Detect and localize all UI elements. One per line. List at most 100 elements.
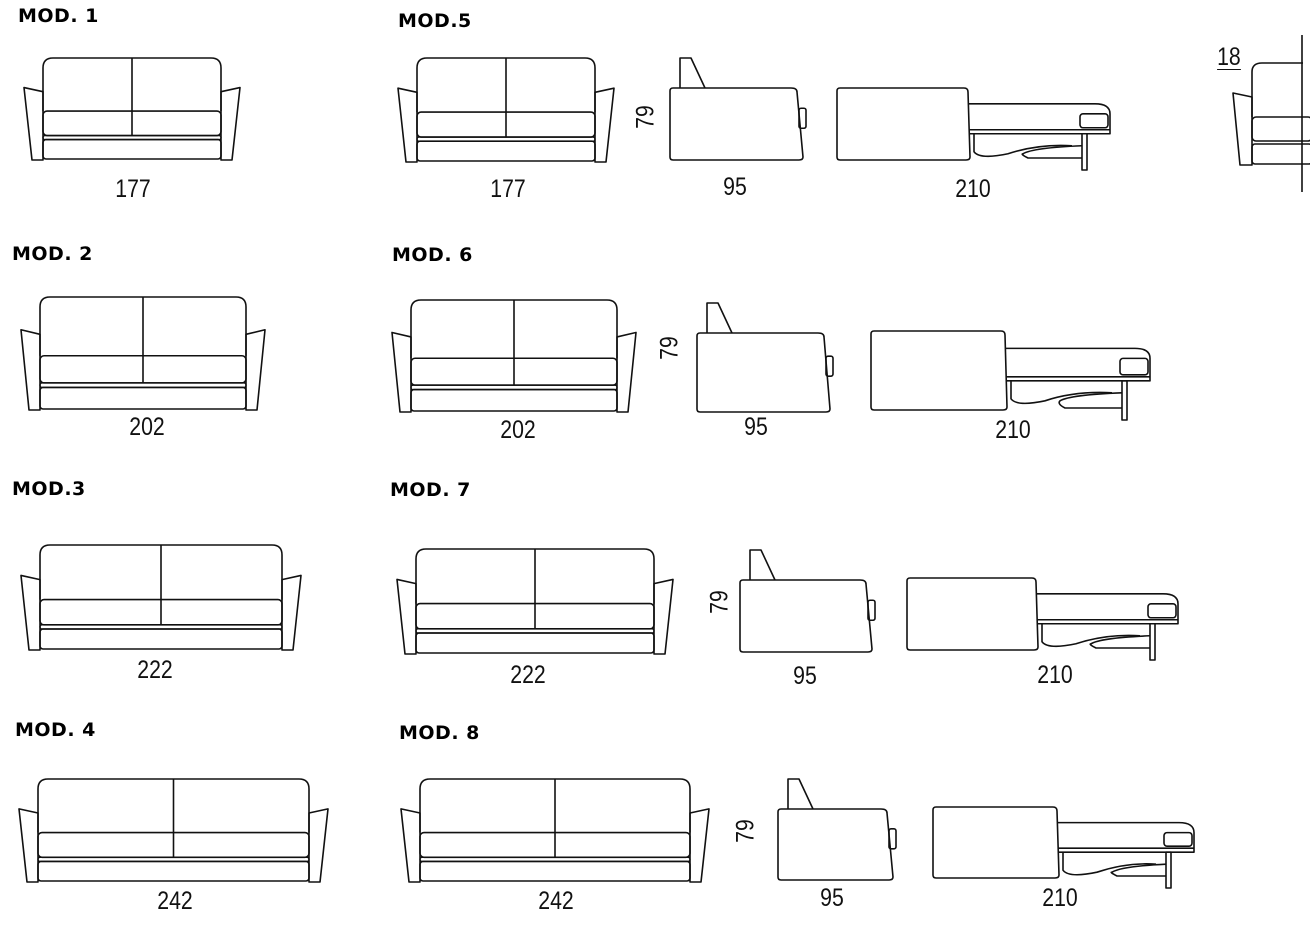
depth-label-7: 95 bbox=[793, 662, 817, 690]
partial-front-view bbox=[1232, 35, 1310, 192]
base bbox=[410, 388, 618, 412]
base bbox=[39, 628, 283, 650]
side-view-mod-8 bbox=[777, 778, 897, 881]
mechanism-support bbox=[1021, 144, 1083, 159]
model-title-8: MOD. 8 bbox=[399, 722, 480, 744]
width-label-4: 242 bbox=[157, 887, 193, 915]
width-label-7: 222 bbox=[510, 661, 546, 689]
depth-label-6: 95 bbox=[744, 413, 768, 441]
front-view-mod-3 bbox=[20, 544, 302, 651]
side-view-mod-6 bbox=[696, 302, 834, 413]
folded-body bbox=[870, 330, 1008, 411]
height-label-8: 79 bbox=[731, 819, 760, 843]
mechanism-curve bbox=[973, 133, 1073, 158]
side-knob bbox=[798, 107, 807, 130]
depth-label-8: 95 bbox=[820, 884, 844, 912]
mechanism-curve bbox=[1041, 623, 1141, 648]
left-arm bbox=[397, 87, 418, 163]
model-title-6: MOD. 6 bbox=[392, 244, 473, 266]
right-arm bbox=[308, 808, 329, 883]
model-title-7: MOD. 7 bbox=[390, 479, 471, 501]
mechanism-support bbox=[1058, 392, 1123, 409]
depth-label-5: 95 bbox=[723, 173, 747, 201]
width-label-5: 177 bbox=[490, 175, 526, 203]
head-cushion bbox=[1079, 113, 1109, 129]
mattress bbox=[1036, 593, 1179, 625]
side-body bbox=[669, 87, 804, 161]
model-title-3: MOD.3 bbox=[12, 478, 86, 500]
left-arm bbox=[391, 331, 412, 413]
front-view-mod-7 bbox=[396, 548, 674, 655]
width-label-2: 202 bbox=[129, 413, 165, 441]
height-label-7: 79 bbox=[705, 590, 734, 614]
left-arm bbox=[23, 86, 44, 161]
right-arm bbox=[245, 328, 266, 411]
base bbox=[37, 860, 310, 882]
left-arm bbox=[20, 328, 41, 411]
model-title-5: MOD.5 bbox=[398, 10, 472, 32]
folded-body bbox=[836, 87, 971, 161]
left-arm bbox=[20, 574, 41, 651]
base bbox=[415, 632, 655, 654]
side-knob bbox=[867, 599, 876, 622]
right-arm bbox=[220, 86, 241, 161]
mechanism-curve bbox=[1062, 852, 1157, 876]
bed-length-label-5: 210 bbox=[955, 175, 991, 203]
front-view-mod-8 bbox=[400, 778, 710, 883]
width-label-3: 222 bbox=[137, 656, 173, 684]
side-knob bbox=[825, 355, 834, 377]
bed-leg bbox=[1149, 622, 1156, 661]
base bbox=[419, 860, 691, 882]
base bbox=[416, 140, 596, 162]
width-label-1: 177 bbox=[115, 175, 151, 203]
front-view-mod-5 bbox=[397, 57, 615, 163]
model-title-4: MOD. 4 bbox=[15, 719, 96, 741]
partial-backrest bbox=[1251, 62, 1303, 117]
base bbox=[42, 138, 222, 160]
mattress bbox=[1057, 821, 1195, 853]
front-view-mod-1 bbox=[23, 57, 241, 161]
right-arm bbox=[653, 578, 674, 655]
bed-length-label-7: 210 bbox=[1037, 661, 1073, 689]
front-view-mod-4 bbox=[18, 778, 329, 883]
right-arm bbox=[594, 87, 615, 163]
bed-leg bbox=[1081, 132, 1088, 171]
bed-leg bbox=[1165, 851, 1172, 889]
folded-body bbox=[906, 577, 1039, 651]
partial-arm bbox=[1232, 92, 1253, 166]
left-arm bbox=[18, 808, 39, 883]
right-arm bbox=[616, 331, 637, 413]
head-cushion bbox=[1163, 831, 1193, 847]
height-label-6: 79 bbox=[655, 336, 684, 360]
right-arm bbox=[281, 574, 302, 651]
side-knob bbox=[888, 828, 897, 850]
width-label-8: 242 bbox=[538, 887, 574, 915]
partial-seat bbox=[1251, 116, 1310, 142]
mattress bbox=[1005, 347, 1151, 382]
folded-body bbox=[932, 806, 1060, 879]
right-arm bbox=[689, 808, 710, 883]
left-arm bbox=[400, 808, 421, 883]
partial-base bbox=[1251, 143, 1310, 165]
height-label-5: 79 bbox=[631, 105, 660, 129]
side-view-mod-7 bbox=[739, 549, 876, 653]
front-view-mod-2 bbox=[20, 296, 266, 411]
bed-leg bbox=[1121, 380, 1128, 421]
side-body bbox=[739, 579, 873, 653]
model-title-1: MOD. 1 bbox=[18, 5, 99, 27]
side-view-mod-5 bbox=[669, 57, 807, 161]
bed-length-label-8: 210 bbox=[1042, 884, 1078, 912]
front-view-mod-6 bbox=[391, 299, 637, 413]
bed-open-view-mod-8 bbox=[932, 806, 1195, 889]
base bbox=[39, 386, 247, 410]
bed-open-view-mod-6 bbox=[870, 330, 1151, 421]
bed-open-view-mod-5 bbox=[836, 87, 1111, 171]
backrest-profile bbox=[706, 302, 733, 334]
left-arm bbox=[396, 578, 417, 655]
bed-open-view-mod-7 bbox=[906, 577, 1179, 661]
mechanism-support bbox=[1110, 863, 1167, 877]
backrest-profile bbox=[679, 57, 706, 89]
width-label-6: 202 bbox=[500, 416, 536, 444]
backrest-profile bbox=[787, 778, 814, 810]
